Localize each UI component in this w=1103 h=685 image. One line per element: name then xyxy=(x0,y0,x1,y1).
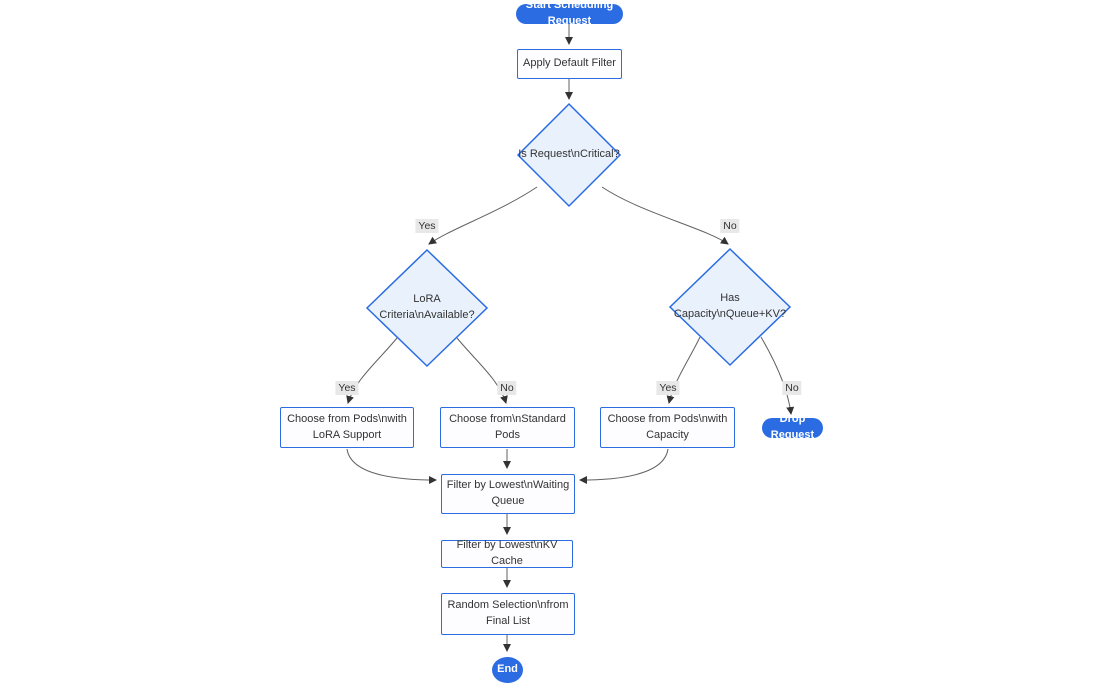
node-drop-request: Drop Request xyxy=(762,413,823,441)
node-start-label: Start Scheduling Request xyxy=(525,0,614,27)
edge-label-critical-yes: Yes xyxy=(415,219,439,233)
node-drop-request-label: Drop Request xyxy=(770,413,815,441)
edge-choose-lora-to-filter-queue xyxy=(346,448,437,484)
node-random-selection-final-list: Random Selection\nfrom Final List xyxy=(441,593,575,635)
node-filter-lowest-waiting-queue-label: Filter by Lowest\nWaiting Queue xyxy=(446,479,570,507)
edge-label-lora-yes: Yes xyxy=(335,381,359,395)
node-shape-lora-criteria-available xyxy=(365,248,489,368)
edge-label-capacity-yes: Yes xyxy=(656,381,680,395)
edge-capacity-no-to-drop xyxy=(760,336,795,415)
node-shape-has-capacity-queue-kv xyxy=(668,247,792,367)
node-choose-standard-pods: Choose from\nStandard Pods xyxy=(440,407,575,448)
node-choose-standard-pods-label: Choose from\nStandard Pods xyxy=(449,412,566,441)
node-apply-default-filter: Apply Default Filter xyxy=(517,49,622,79)
node-end: End xyxy=(492,657,523,683)
edge-capacity-yes-to-choose-capacity xyxy=(666,336,701,404)
node-choose-pods-capacity: Choose from Pods\nwith Capacity xyxy=(600,407,735,448)
node-has-capacity-queue-kv: Has Capacity\nQueue+KV? xyxy=(665,257,795,357)
node-lora-criteria-available: LoRA Criteria\nAvailable? xyxy=(362,258,492,358)
node-choose-pods-lora-label: Choose from Pods\nwith LoRA Support xyxy=(287,412,407,441)
edge-label-lora-no: No xyxy=(497,381,517,395)
node-is-request-critical: Is Request\nCritical? xyxy=(509,105,629,205)
edge-critical-no-to-capacity xyxy=(601,186,729,245)
node-random-selection-final-list-label: Random Selection\nfrom Final List xyxy=(447,599,569,627)
node-filter-lowest-kv-cache: Filter by Lowest\nKV Cache xyxy=(441,539,573,568)
edge-label-critical-no: No xyxy=(720,219,740,233)
node-choose-pods-lora: Choose from Pods\nwith LoRA Support xyxy=(280,407,414,448)
edge-label-capacity-no: No xyxy=(782,381,802,395)
node-is-request-critical-label: Is Request\nCritical? xyxy=(518,148,620,161)
node-end-label: End xyxy=(497,663,518,676)
edge-choose-capacity-to-filter-queue xyxy=(579,448,669,484)
node-shape-is-request-critical xyxy=(516,102,622,208)
node-filter-lowest-waiting-queue: Filter by Lowest\nWaiting Queue xyxy=(441,474,575,514)
node-choose-pods-capacity-label: Choose from Pods\nwith Capacity xyxy=(607,412,728,441)
node-filter-lowest-kv-cache-label: Filter by Lowest\nKV Cache xyxy=(456,539,558,567)
node-apply-default-filter-label: Apply Default Filter xyxy=(523,57,616,70)
edge-critical-yes-to-lora xyxy=(428,186,538,245)
node-has-capacity-queue-kv-label: Has Capacity\nQueue+KV? xyxy=(673,292,787,320)
node-lora-criteria-available-label: LoRA Criteria\nAvailable? xyxy=(379,293,475,321)
edge-lora-yes-to-choose-lora xyxy=(346,337,398,404)
edge-lora-no-to-choose-standard xyxy=(456,337,508,404)
node-start: Start Scheduling Request xyxy=(516,0,623,27)
